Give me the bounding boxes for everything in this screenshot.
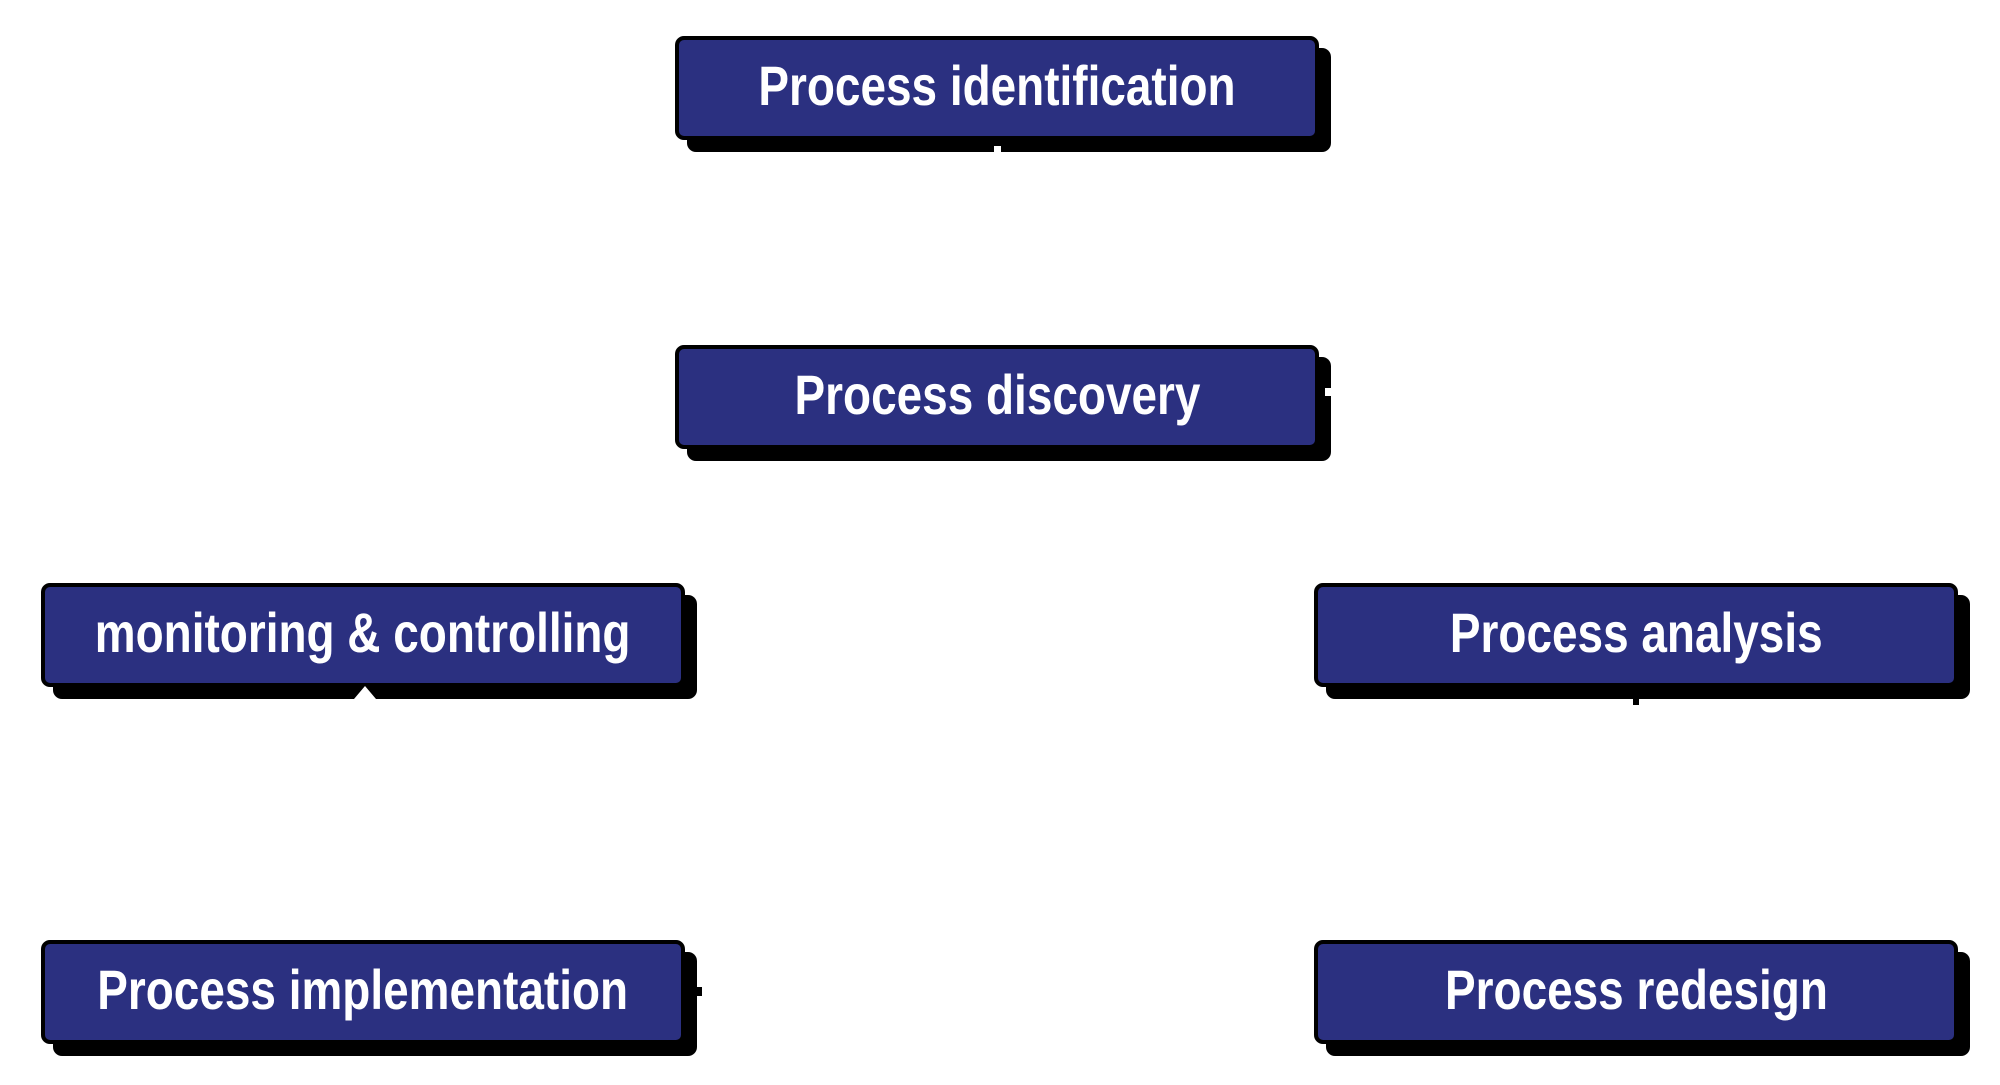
node-process-implementation: Process implementation [41, 940, 685, 1044]
node-process-discovery: Process discovery [675, 345, 1319, 449]
arrow-remnant-stub-right-of-implementation [696, 987, 702, 996]
arrow-remnant-notch-right-of-discovery [1325, 388, 1332, 396]
arrow-remnant-arrowhead-below-monitoring [354, 686, 376, 699]
node-process-discovery-label: Process discovery [794, 363, 1200, 426]
node-process-analysis: Process analysis [1314, 583, 1958, 687]
arrow-remnant-stub-below-analysis [1633, 696, 1639, 705]
node-process-redesign: Process redesign [1314, 940, 1958, 1044]
node-process-analysis-label: Process analysis [1449, 601, 1823, 664]
node-monitoring-and-controlling: monitoring & controlling [41, 583, 685, 687]
node-process-implementation-label: Process implementation [97, 958, 629, 1021]
arrow-remnant-notch-below-identification [994, 146, 1001, 154]
node-process-redesign-label: Process redesign [1444, 958, 1828, 1021]
node-process-identification-label: Process identification [758, 54, 1236, 117]
node-process-identification: Process identification [675, 36, 1319, 140]
node-monitoring-and-controlling-label: monitoring & controlling [95, 601, 631, 664]
